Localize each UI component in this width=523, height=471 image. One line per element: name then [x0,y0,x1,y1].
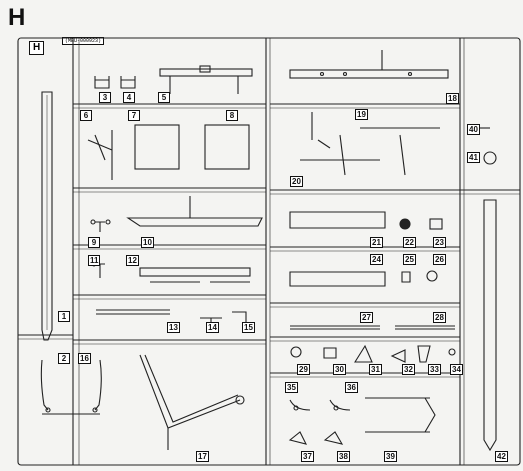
part-label-38: 38 [337,451,350,462]
part-label-20: 20 [290,176,303,187]
part-label-34: 34 [450,364,463,375]
part-27-28-shape [290,325,455,330]
part-label-10: 10 [141,237,154,248]
part-label-22: 22 [403,237,416,248]
part-label-28: 28 [433,312,446,323]
part-label-14: 14 [206,322,219,333]
part-19-20-shape [300,112,440,176]
part-label-26: 26 [433,254,446,265]
part-label-5: 5 [158,92,170,103]
part-41-shape [483,151,497,165]
part-24-shape [289,271,386,287]
part-37-shape [288,431,308,445]
part-label-12: 12 [126,255,139,266]
part-label-21: 21 [370,237,383,248]
part-label-13: 13 [167,322,180,333]
runners-left [18,103,266,345]
part-label-18: 18 [446,93,459,104]
part-label-37: 37 [301,451,314,462]
part-label-16: 16 [78,353,91,364]
part-31-shape [354,344,373,363]
part-label-3: 3 [99,92,111,103]
part-label-7: 7 [128,110,140,121]
part-label-15: 15 [242,322,255,333]
part-11-12-shape [91,261,251,283]
part-label-40: 40 [467,124,480,135]
part-7-shape [134,124,180,170]
part-label-30: 30 [333,364,346,375]
part-34-shape [448,348,456,356]
part-label-24: 24 [370,254,383,265]
part-1-shape [41,91,53,341]
runners-right [270,103,520,378]
part-21-shape [289,211,386,229]
part-label-6: 6 [80,110,92,121]
part-5-shape [159,65,253,94]
part-25-shape [401,271,411,283]
part-label-35: 35 [285,382,298,393]
part-38-shape [323,431,344,445]
part-label-1: 1 [58,311,70,322]
part-29-shape [290,346,302,358]
part-42-shape [483,199,497,452]
part-label-11: 11 [88,255,101,266]
part-label-9: 9 [88,237,100,248]
part-label-2: 2 [58,353,70,364]
part-9-10-shape [90,196,263,232]
part-label-31: 31 [369,364,382,375]
part-3-4-shape [94,76,136,89]
part-label-39: 39 [384,451,397,462]
part-label-41: 41 [467,152,480,163]
part-label-25: 25 [403,254,416,265]
part-18-shape [289,50,449,79]
part-30-shape [323,347,337,359]
part-32-shape [390,349,406,363]
part-33-shape [417,345,431,363]
part-23-shape [429,218,443,230]
part-label-29: 29 [297,364,310,375]
part-label-19: 19 [355,109,368,120]
part-2-16-shape [40,359,102,415]
frame-tag: H [29,41,45,55]
part-label-27: 27 [360,312,373,323]
part-label-17: 17 [196,451,209,462]
part-8-shape [204,124,250,170]
part-39-shape [365,397,436,433]
part-6-shape [87,130,113,180]
part-label-36: 36 [345,382,358,393]
sprue-letter: H [8,4,25,31]
part-22-shape [399,218,411,230]
part-label-8: 8 [226,110,238,121]
part-17-shape [139,354,245,450]
part-label-23: 23 [433,237,446,248]
part-26-shape [426,270,438,282]
part-35-36-shape [289,399,351,411]
part-label-42: 42 [495,451,508,462]
sprue-frame [17,37,521,466]
part-label-4: 4 [123,92,135,103]
part-label-33: 33 [428,364,441,375]
part-label-32: 32 [402,364,415,375]
